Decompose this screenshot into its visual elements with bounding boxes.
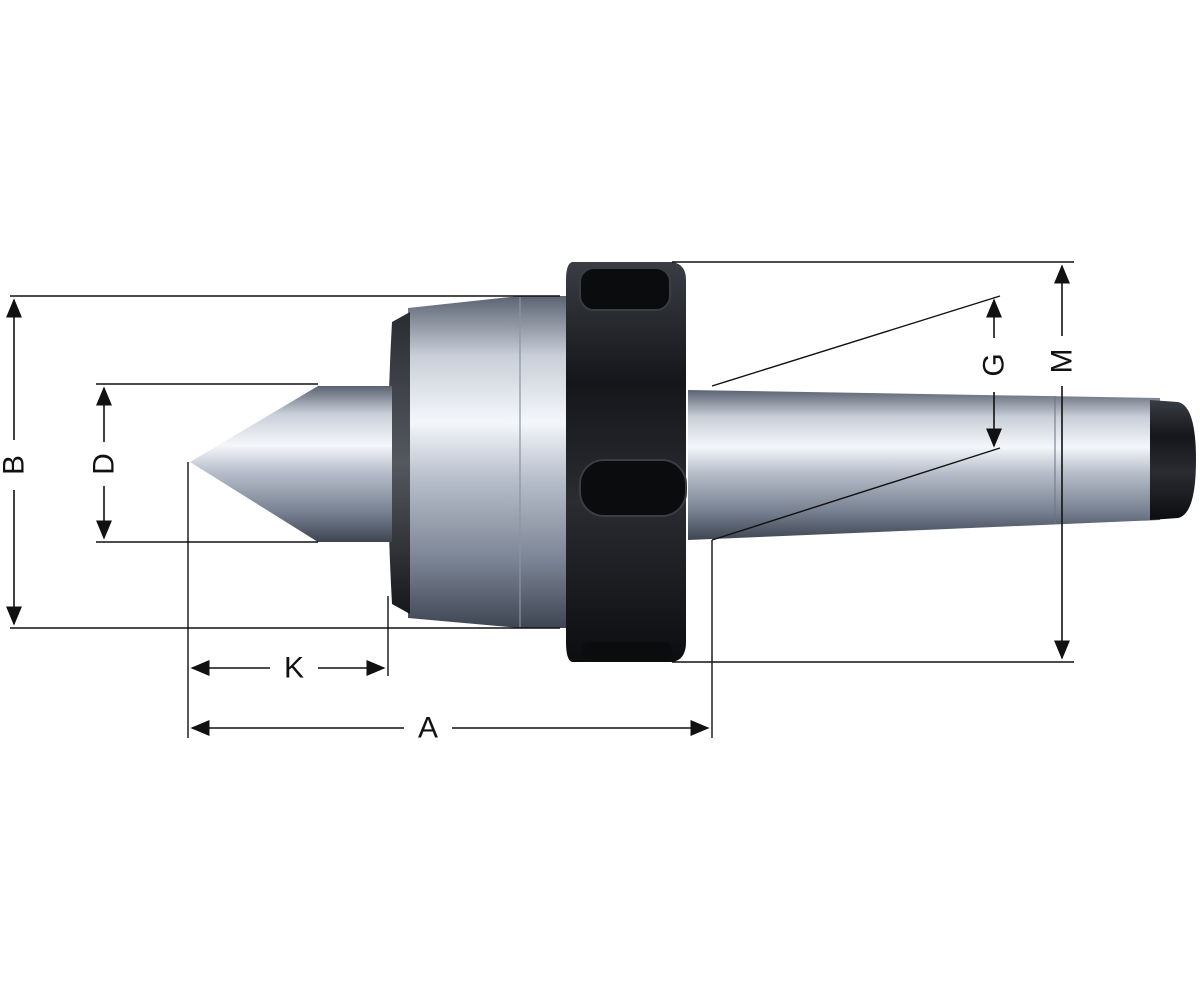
collar-slot-middle — [579, 459, 687, 517]
label-g: G — [978, 353, 1011, 376]
taper-shank — [688, 390, 1160, 540]
label-b: B — [0, 455, 31, 475]
dimension-lines — [6, 261, 1074, 738]
main-housing — [408, 296, 566, 628]
dimension-labels: B D G M K A — [0, 349, 1079, 745]
collar-slot-top — [579, 267, 671, 311]
label-k: K — [284, 652, 304, 685]
tool-body — [190, 262, 1196, 662]
housing-ring — [388, 312, 410, 614]
shank-end — [1150, 400, 1196, 520]
label-d: D — [88, 453, 121, 475]
label-a: A — [418, 712, 438, 745]
conical-point — [190, 386, 318, 542]
label-m: M — [1046, 349, 1079, 374]
collar-slot-bottom — [582, 642, 672, 660]
point-shaft — [318, 386, 392, 542]
